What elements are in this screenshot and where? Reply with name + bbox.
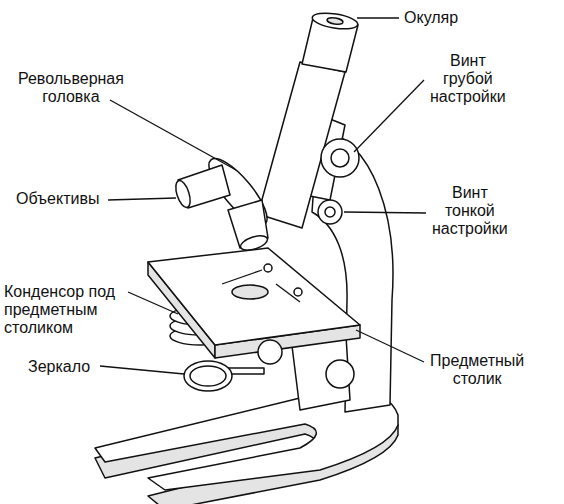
objective-lens <box>173 165 230 209</box>
part-label: Окуляр <box>404 9 458 27</box>
part-label: Револьверная головка <box>18 70 124 106</box>
part-label: Предметный столик <box>430 352 524 388</box>
objective-lens <box>228 200 269 253</box>
part-label: Винт грубой настройки <box>430 52 506 106</box>
specimen-stage <box>148 248 360 358</box>
stage-knob <box>326 360 354 388</box>
mirror <box>184 361 264 391</box>
eyepiece <box>302 10 359 72</box>
part-label: Винт тонкой настройки <box>432 184 508 238</box>
part-label: Зеркало <box>28 358 90 376</box>
leader-lines <box>100 18 426 374</box>
stage-knob <box>258 340 282 364</box>
fine-knob <box>318 200 342 224</box>
part-label: Конденсор под предметным столиком <box>4 283 154 337</box>
part-label: Объективы <box>16 190 99 208</box>
coarse-knob <box>321 139 359 177</box>
